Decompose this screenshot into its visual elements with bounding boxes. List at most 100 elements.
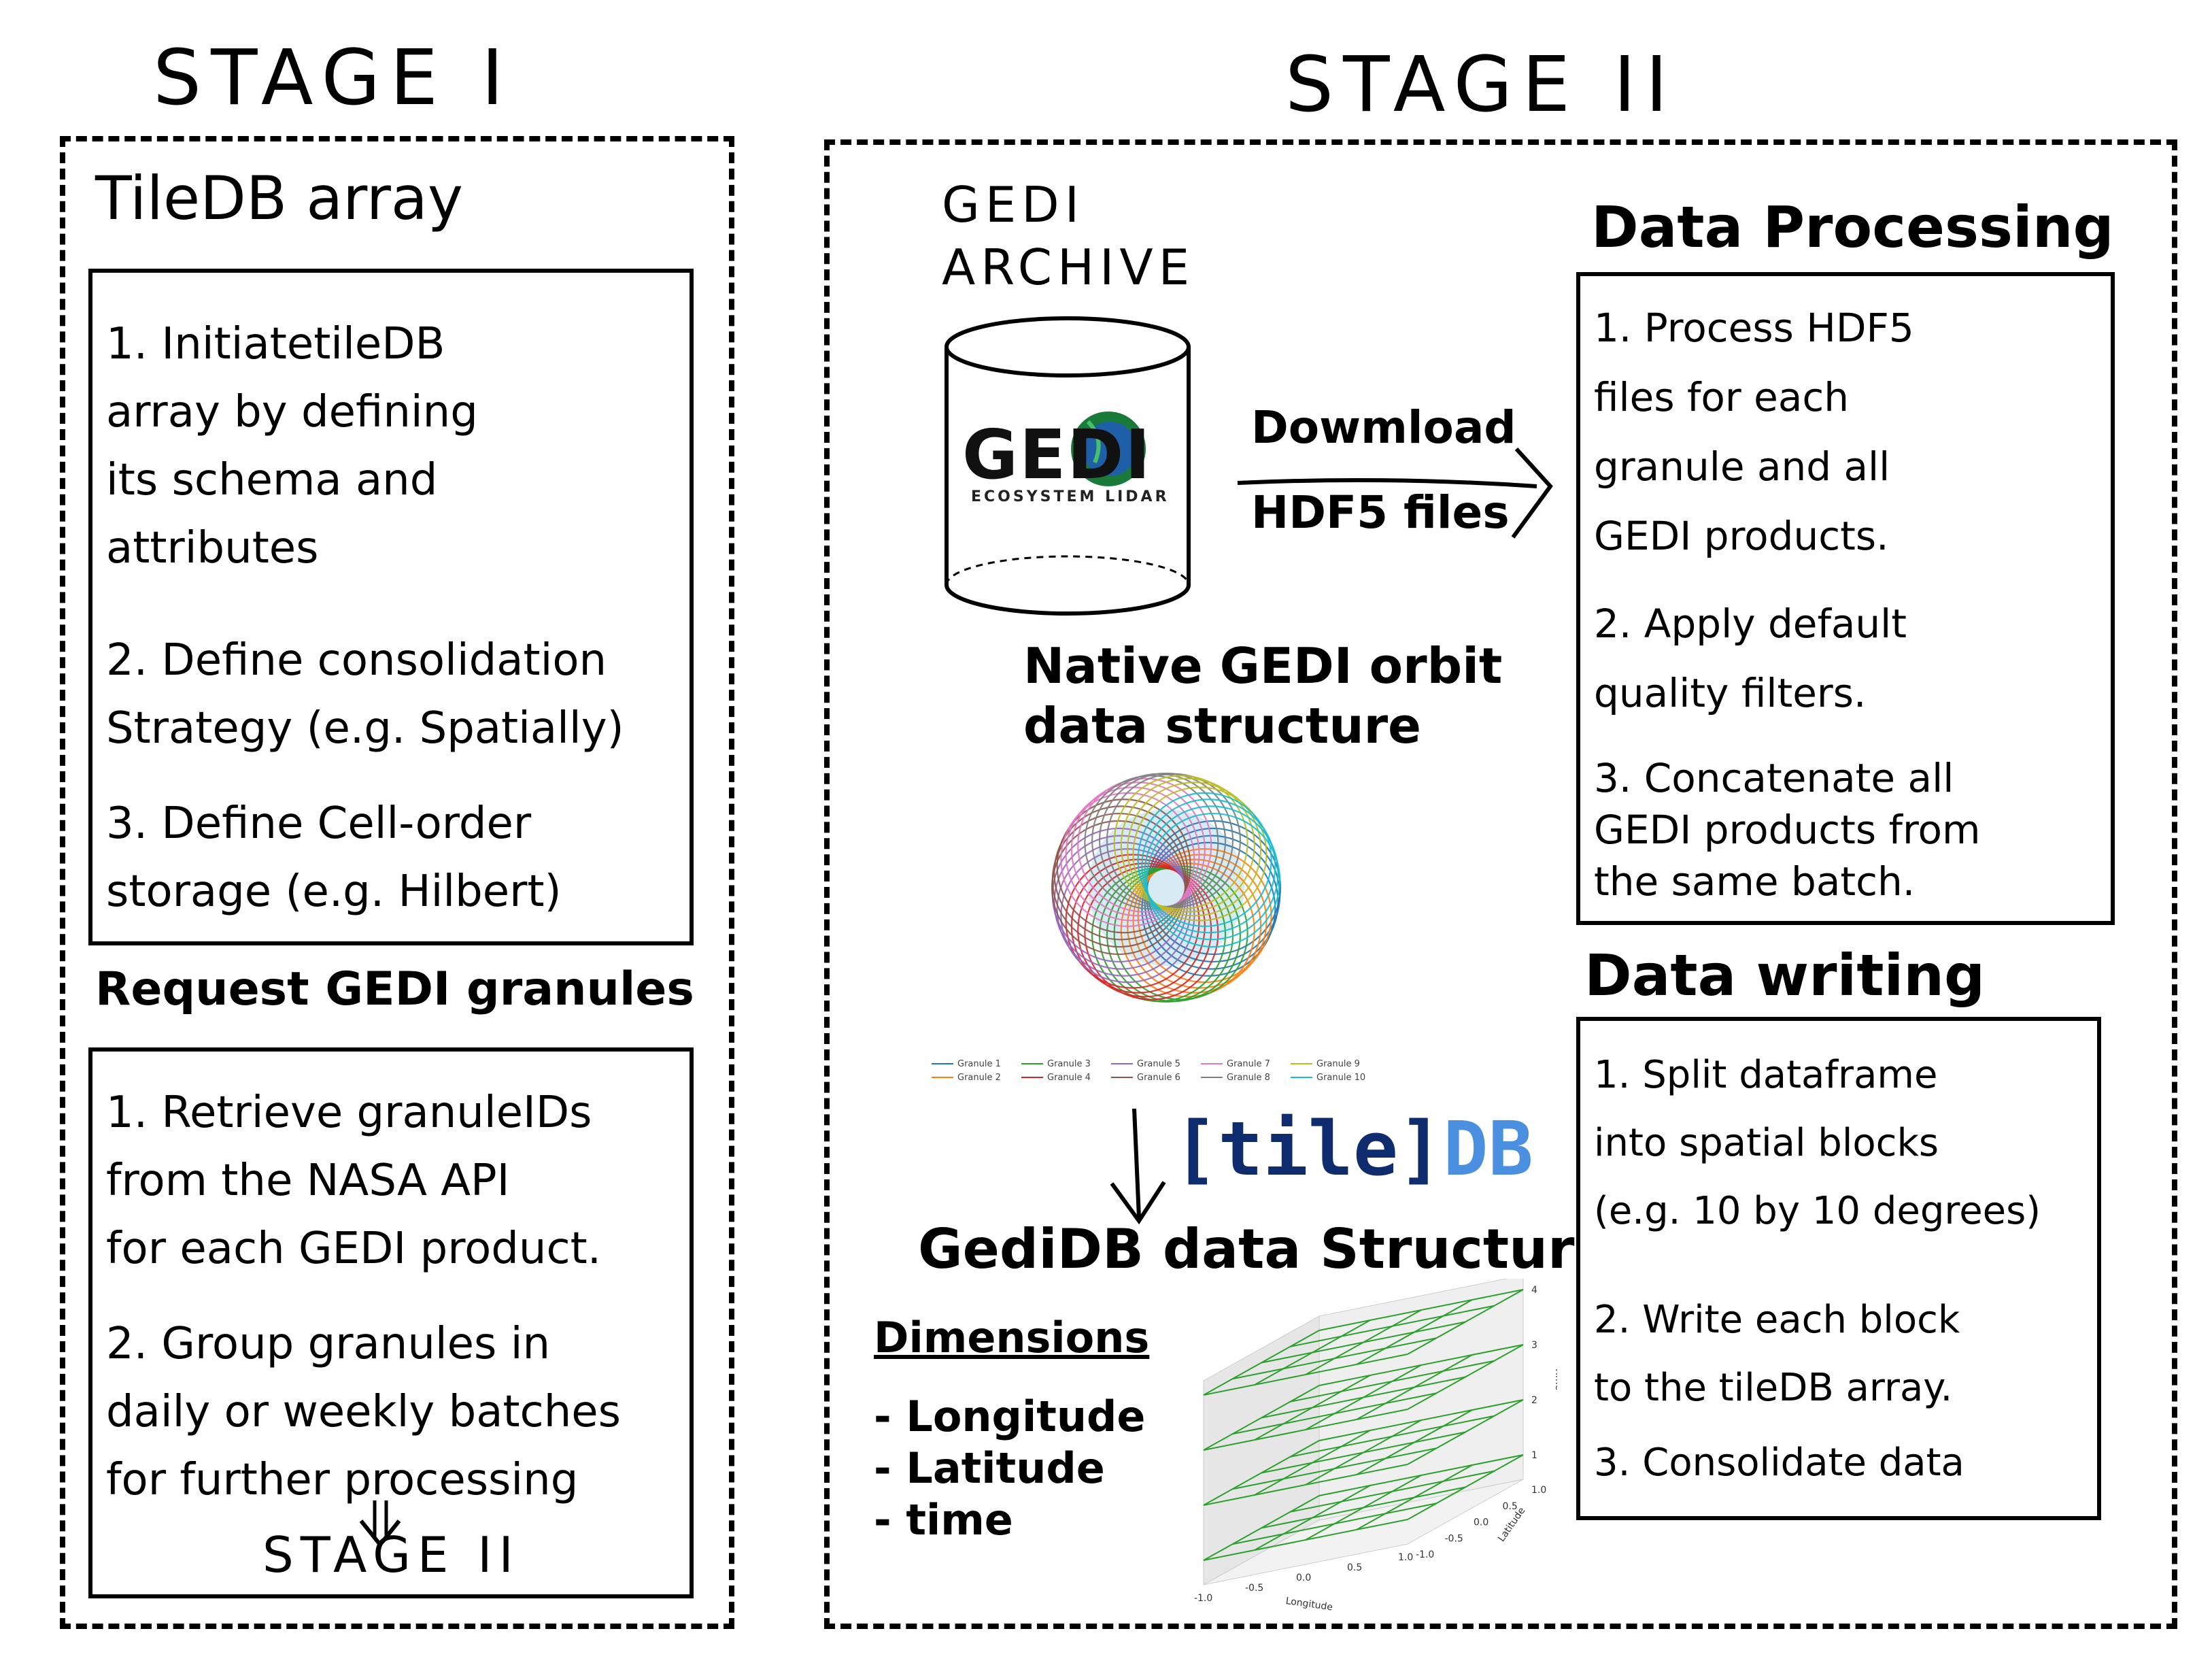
orbit-granule-6 bbox=[1051, 799, 1191, 956]
stage1-frame bbox=[60, 136, 734, 1629]
processing-step-1-line-2: files for each bbox=[1594, 374, 1850, 420]
y-tick-label: -1.0 bbox=[1416, 1549, 1434, 1560]
request-step-2-line-3: for further processing bbox=[106, 1455, 579, 1505]
tiledb-logo: [tile]DB bbox=[1173, 1105, 1533, 1192]
z-axis-label: Time bbox=[1553, 1366, 1557, 1390]
writing-step-3-line-1: 3. Consolidate data bbox=[1594, 1441, 1964, 1485]
processing-step-3-line-3: the same batch. bbox=[1594, 858, 1916, 905]
stage2-title: STAGE II bbox=[1285, 41, 1678, 129]
tiledb-step-3-line-1: 3. Define Cell-order bbox=[106, 799, 532, 849]
writing-step-1-line-3: (e.g. 10 by 10 degrees) bbox=[1594, 1189, 2041, 1233]
time-layer-3 bbox=[1203, 1344, 1524, 1451]
x-tick-label: 0.5 bbox=[1347, 1562, 1362, 1573]
legend-label-3: Granule 3 bbox=[1047, 1059, 1091, 1069]
y-tick-label: 0.0 bbox=[1474, 1517, 1488, 1528]
down-double-arrow-icon bbox=[359, 1500, 401, 1548]
request-step-1-line-2: from the NASA API bbox=[106, 1156, 510, 1206]
tiledb-step-3-line-2: storage (e.g. Hilbert) bbox=[106, 867, 562, 917]
orbit-label-line-2: data structure bbox=[1023, 697, 1421, 754]
dimension-time: - time bbox=[874, 1495, 1013, 1545]
legend-label-5: Granule 5 bbox=[1137, 1059, 1180, 1069]
plot-pane bbox=[1203, 1479, 1524, 1585]
download-arrow-icon bbox=[1237, 447, 1553, 539]
z-tick-label: 2 bbox=[1531, 1395, 1537, 1406]
gedidb-3d-plot: -1.0-0.50.00.51.0-1.0-0.50.00.51.01234Lo… bbox=[1194, 1279, 1557, 1613]
down-arrow-icon bbox=[1110, 1108, 1166, 1225]
writing-heading: Data writing bbox=[1584, 942, 1986, 1009]
gedi-archive-cylinder-icon bbox=[945, 316, 1191, 616]
z-tick-label: 4 bbox=[1531, 1285, 1537, 1296]
time-layer-2 bbox=[1203, 1399, 1524, 1506]
tiledb-step-2-line-2: Strategy (e.g. Spatially) bbox=[106, 703, 624, 754]
processing-step-3-line-1: 3. Concatenate all bbox=[1594, 755, 1954, 801]
stage1-title: STAGE I bbox=[153, 34, 513, 122]
processing-step-1-line-4: GEDI products. bbox=[1594, 513, 1889, 559]
x-tick-label: -0.5 bbox=[1245, 1583, 1263, 1594]
orbit-granule-10 bbox=[1137, 792, 1281, 948]
tiledb-step-1-line-4: attributes bbox=[106, 523, 319, 573]
z-tick-label: 3 bbox=[1531, 1340, 1537, 1351]
orbit-granule-7 bbox=[1060, 777, 1212, 927]
processing-step-3-line-2: GEDI products from bbox=[1594, 807, 1981, 853]
x-tick-label: -1.0 bbox=[1194, 1593, 1212, 1604]
orbit-label: Native GEDI orbit data structure bbox=[1023, 636, 1502, 756]
processing-box: 1. Process HDF5 files for each granule a… bbox=[1576, 272, 2115, 925]
tiledb-step-1-line-2: array by defining bbox=[106, 387, 478, 437]
tiledb-logo-bracket-text: [tile] bbox=[1173, 1105, 1444, 1192]
x-tick-label: 1.0 bbox=[1398, 1552, 1413, 1563]
request-step-1-line-3: for each GEDI product. bbox=[106, 1224, 602, 1274]
dimensions-list: - Longitude - Latitude - time bbox=[874, 1391, 1145, 1546]
y-tick-label: 1.0 bbox=[1531, 1485, 1546, 1496]
legend-label-4: Granule 4 bbox=[1047, 1073, 1091, 1083]
tiledb-logo-db-text: DB bbox=[1443, 1105, 1533, 1192]
legend-label-8: Granule 8 bbox=[1227, 1073, 1270, 1083]
writing-box: 1. Split dataframe into spatial blocks (… bbox=[1576, 1017, 2101, 1520]
time-layer-1 bbox=[1203, 1454, 1524, 1561]
tiledb-step-2-line-1: 2. Define consolidation bbox=[106, 635, 607, 686]
legend-label-9: Granule 9 bbox=[1316, 1059, 1360, 1069]
tiledb-step-2: 2. Define consolidation Strategy (e.g. S… bbox=[106, 626, 624, 762]
request-step-1-line-1: 1. Retrieve granuleIDs bbox=[106, 1088, 592, 1138]
request-step-1: 1. Retrieve granuleIDs from the NASA API… bbox=[106, 1079, 601, 1283]
processing-heading: Data Processing bbox=[1591, 194, 2114, 261]
tiledb-step-1-line-3: its schema and bbox=[106, 455, 438, 505]
processing-step-1-line-3: granule and all bbox=[1594, 443, 1890, 490]
x-axis-label: Longitude bbox=[1285, 1596, 1333, 1613]
writing-step-3: 3. Consolidate data bbox=[1594, 1429, 1964, 1497]
legend-label-7: Granule 7 bbox=[1227, 1059, 1270, 1069]
dimension-latitude: - Latitude bbox=[874, 1443, 1105, 1493]
dimension-longitude: - Longitude bbox=[874, 1392, 1146, 1441]
tiledb-step-3: 3. Define Cell-order storage (e.g. Hilbe… bbox=[106, 790, 562, 926]
request-granules-box: 1. Retrieve granuleIDs from the NASA API… bbox=[88, 1047, 694, 1598]
stage2-frame bbox=[824, 139, 2177, 1629]
writing-step-2-line-1: 2. Write each block bbox=[1594, 1298, 1960, 1342]
writing-step-2-line-2: to the tileDB array. bbox=[1594, 1366, 1953, 1410]
writing-step-1-line-1: 1. Split dataframe bbox=[1594, 1053, 1938, 1097]
legend-label-10: Granule 10 bbox=[1316, 1073, 1365, 1083]
gedidb-heading: GediDB data Structure bbox=[918, 1217, 1612, 1281]
orbit-granule-9 bbox=[1113, 775, 1267, 922]
processing-step-1: 1. Process HDF5 files for each granule a… bbox=[1594, 293, 1914, 571]
tiledb-step-1-line-1: 1. InitiatetileDB bbox=[106, 319, 445, 369]
gedi-logo-subtext: ECOSYSTEM LIDAR bbox=[971, 488, 1170, 505]
gedi-archive-label-line-2: ARCHIVE bbox=[942, 239, 1195, 296]
legend-label-6: Granule 6 bbox=[1137, 1073, 1180, 1083]
next-stage-label: STAGE II bbox=[262, 1526, 520, 1583]
processing-step-2: 2. Apply default quality filters. bbox=[1594, 589, 1907, 728]
writing-step-1: 1. Split dataframe into spatial blocks (… bbox=[1594, 1041, 2041, 1245]
tiledb-array-heading: TileDB array bbox=[95, 163, 463, 233]
processing-step-3: 3. Concatenate all GEDI products from th… bbox=[1594, 752, 1981, 907]
gedi-archive-label: GEDI ARCHIVE bbox=[942, 173, 1195, 299]
legend-label-1: Granule 1 bbox=[957, 1059, 1001, 1069]
processing-step-2-line-1: 2. Apply default bbox=[1594, 601, 1907, 647]
tiledb-array-box: 1. InitiatetileDB array by defining its … bbox=[88, 269, 694, 945]
orbit-label-line-1: Native GEDI orbit bbox=[1023, 637, 1503, 694]
y-tick-label: -0.5 bbox=[1445, 1533, 1463, 1544]
x-tick-label: 0.0 bbox=[1296, 1573, 1311, 1583]
request-step-2: 2. Group granules in daily or weekly bat… bbox=[106, 1310, 621, 1514]
writing-step-2: 2. Write each block to the tileDB array. bbox=[1594, 1286, 1960, 1422]
download-label-line-2: HDF5 files bbox=[1251, 486, 1510, 539]
z-tick-label: 1 bbox=[1531, 1450, 1537, 1461]
dimensions-heading: Dimensions bbox=[874, 1313, 1150, 1362]
